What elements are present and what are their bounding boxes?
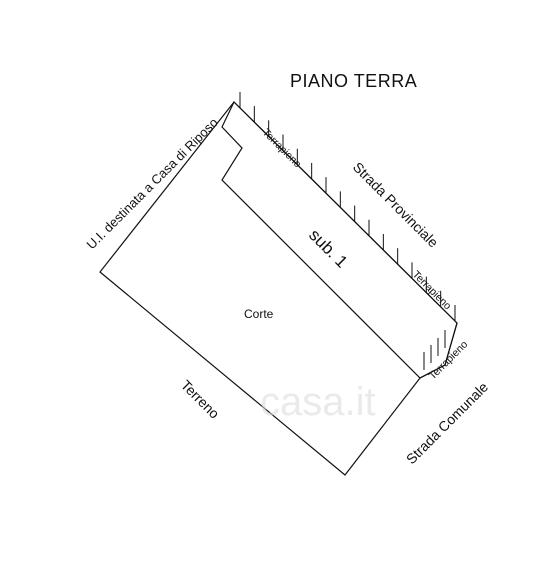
watermark: casa.it [260, 380, 376, 424]
plan-title: PIANO TERRA [290, 71, 417, 91]
label-sub-1: sub. 1 [305, 225, 351, 271]
label-strada-comunale: Strada Comunale [403, 379, 492, 468]
label-strada-provinciale: Strada Provinciale [350, 159, 442, 251]
label-casa-riposo: U.I. destinata a Casa di Riposo [84, 115, 221, 252]
label-terreno: Terreno [178, 377, 223, 422]
terrapieno-corner-hatching [423, 330, 446, 370]
building-outline-sub1 [221, 100, 458, 379]
label-terrapieno-corner: Terrapieno [427, 338, 471, 382]
label-terrapieno-top: Terrapieno [260, 127, 304, 171]
terrapieno-hatching [239, 91, 456, 322]
label-corte: Corte [244, 307, 274, 321]
label-terrapieno-right: Terrapieno [410, 269, 454, 313]
